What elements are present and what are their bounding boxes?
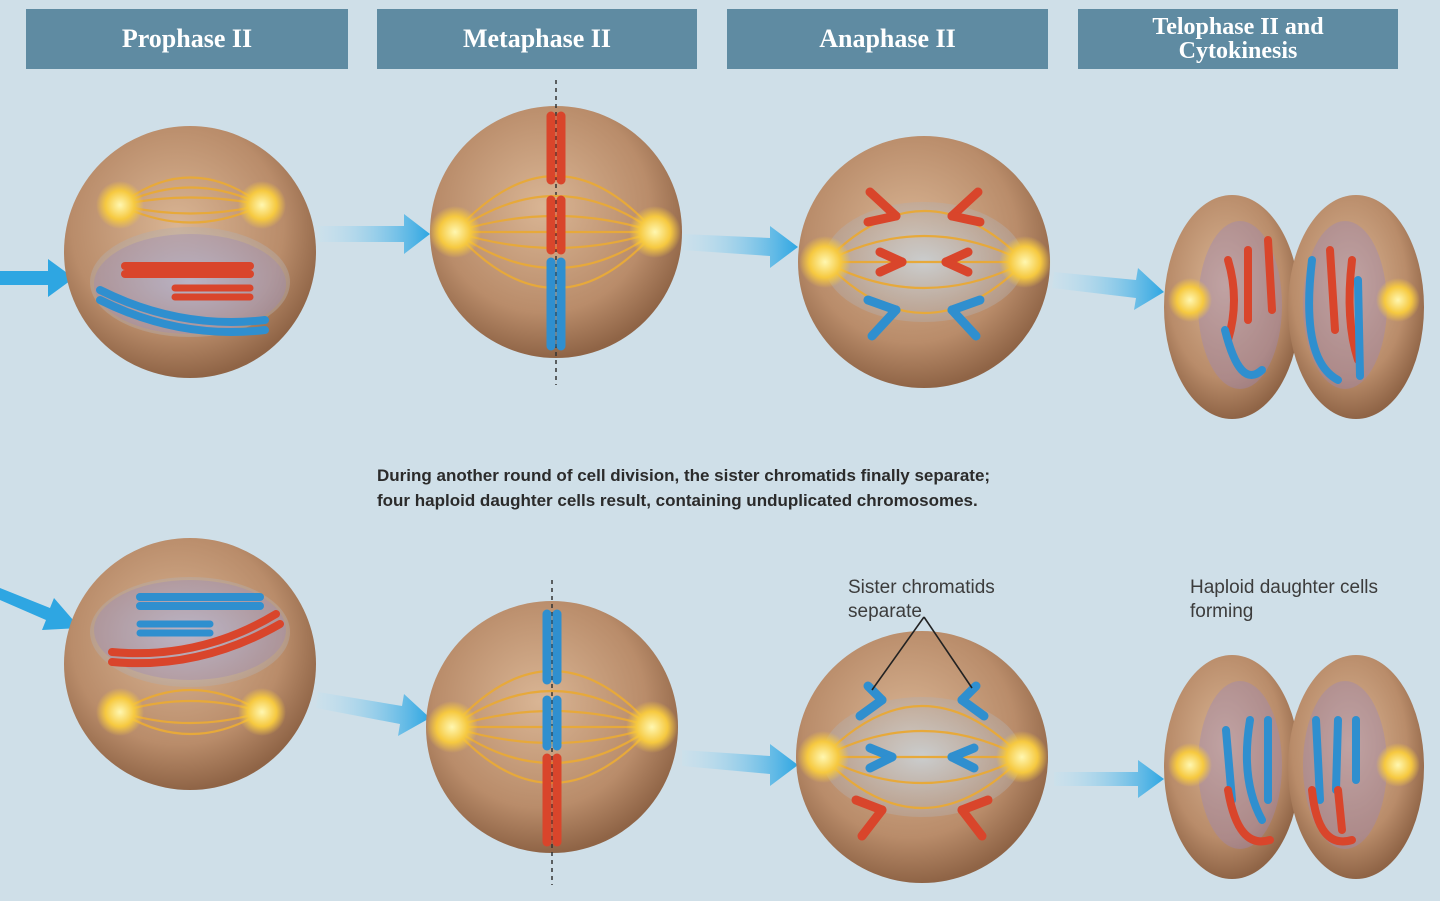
telophase-ii-label-line1: Telophase II and (1152, 14, 1324, 40)
metaphase-ii-label: Metaphase II (462, 24, 612, 53)
cell-telophase-ii-top (1164, 195, 1424, 419)
metaphase-ii-header: Metaphase II (377, 9, 697, 69)
telophase-ii-label-line2: Cytokinesis (1178, 38, 1298, 64)
arrow-top-1 (318, 214, 430, 254)
incoming-arrow-top (0, 259, 74, 297)
prophase-ii-label: Prophase II (121, 24, 253, 53)
haploid-daughter-cells-label-line1: Haploid daughter cells (1190, 577, 1379, 598)
cell-metaphase-ii-bottom (426, 580, 678, 885)
haploid-daughter-cells-label: Haploid daughter cells forming (1190, 576, 1378, 624)
prophase-ii-header: Prophase II (26, 9, 348, 69)
sister-chromatids-label: Sister chromatids separate (848, 576, 995, 624)
diagram-caption: During another round of cell division, t… (377, 463, 1177, 513)
telophase-ii-header: Telophase II and Cytokinesis (1078, 9, 1398, 69)
arrow-bottom-1 (316, 692, 430, 736)
anaphase-ii-header: Anaphase II (727, 9, 1048, 69)
arrow-bottom-3 (1054, 760, 1164, 798)
caption-line-1: During another round of cell division, t… (377, 466, 991, 485)
incoming-arrow-bottom (0, 588, 80, 630)
cell-anaphase-ii-bottom (796, 616, 1048, 883)
cell-telophase-ii-bottom (1164, 655, 1424, 879)
cell-prophase-ii-top (64, 126, 316, 378)
haploid-daughter-cells-label-line2: forming (1190, 601, 1254, 622)
caption-line-2: four haploid daughter cells result, cont… (377, 491, 978, 510)
sister-chromatids-label-line2: separate (848, 601, 922, 622)
cell-anaphase-ii-top (798, 136, 1051, 388)
cell-prophase-ii-bottom (64, 538, 316, 790)
arrow-bottom-2 (682, 744, 798, 786)
anaphase-ii-label: Anaphase II (819, 24, 956, 53)
arrow-top-2 (682, 226, 798, 268)
sister-chromatids-label-line1: Sister chromatids (848, 577, 995, 598)
sister-chromatids-pointer-lines (871, 616, 973, 691)
cell-metaphase-ii-top (429, 80, 682, 385)
process-arrows (0, 214, 1164, 798)
arrow-top-3 (1052, 268, 1164, 310)
